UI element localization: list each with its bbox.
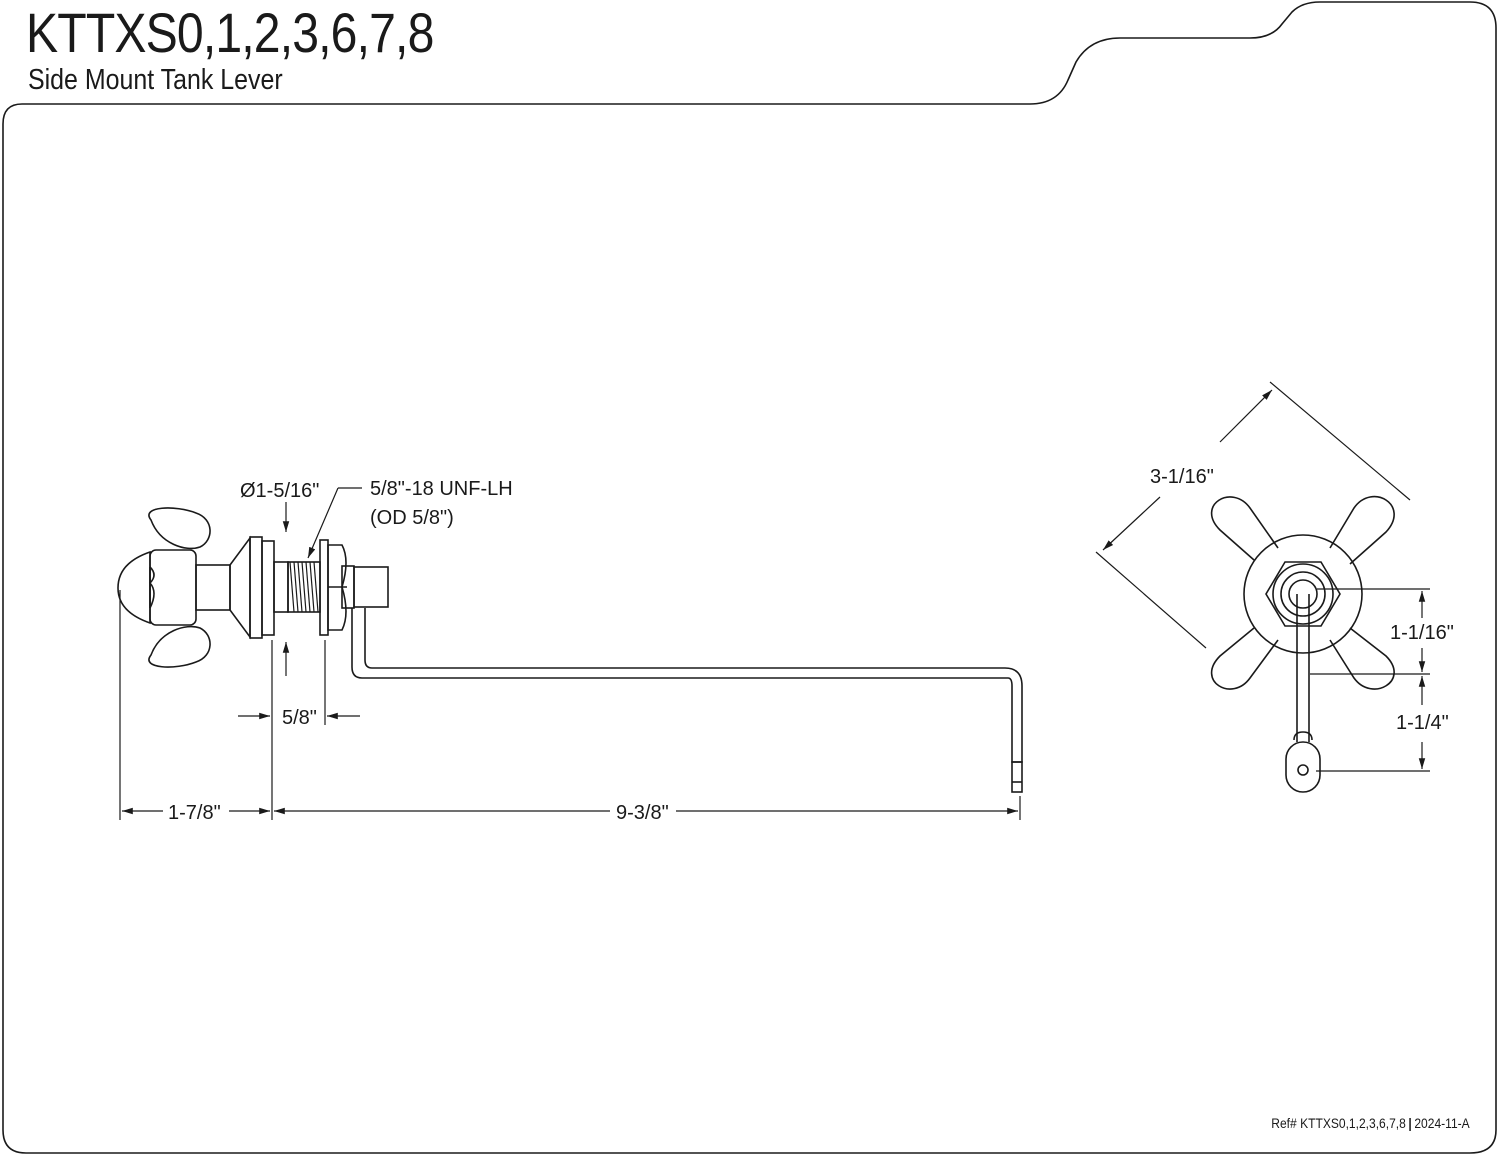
reference-separator: | xyxy=(1408,1115,1413,1131)
front-view-lever xyxy=(1210,495,1395,793)
arm-length-label: 9-3/8" xyxy=(616,802,669,824)
handle-depth-label: 1-7/8" xyxy=(168,802,221,824)
side-view-lever xyxy=(117,507,1023,793)
page-title: KTTXS0,1,2,3,6,7,8 xyxy=(26,1,434,64)
lower-drop-label: 1-1/4" xyxy=(1396,712,1449,734)
reference-number: Ref# KTTXS0,1,2,3,6,7,8 xyxy=(1271,1115,1407,1131)
upper-drop-label: 1-1/16" xyxy=(1390,622,1454,644)
flange-diameter-label: Ø1-5/16" xyxy=(240,480,319,502)
trip-arm xyxy=(351,608,1023,763)
front-view-dimensions xyxy=(1095,381,1430,772)
revision-code: 2024-11-A xyxy=(1414,1115,1470,1131)
shank-dimension-label: 5/8" xyxy=(282,707,317,729)
thread-spec-label: 5/8"-18 UNF-LH xyxy=(370,478,513,500)
page-subtitle: Side Mount Tank Lever xyxy=(28,64,283,96)
side-view-dimensions xyxy=(119,487,1021,820)
reference-footer: Ref# KTTXS0,1,2,3,6,7,8|2024-11-A xyxy=(1272,1114,1470,1132)
wing-handle xyxy=(148,507,211,550)
thread-od-label: (OD 5/8") xyxy=(370,507,454,529)
handle-span-label: 3-1/16" xyxy=(1150,466,1214,488)
